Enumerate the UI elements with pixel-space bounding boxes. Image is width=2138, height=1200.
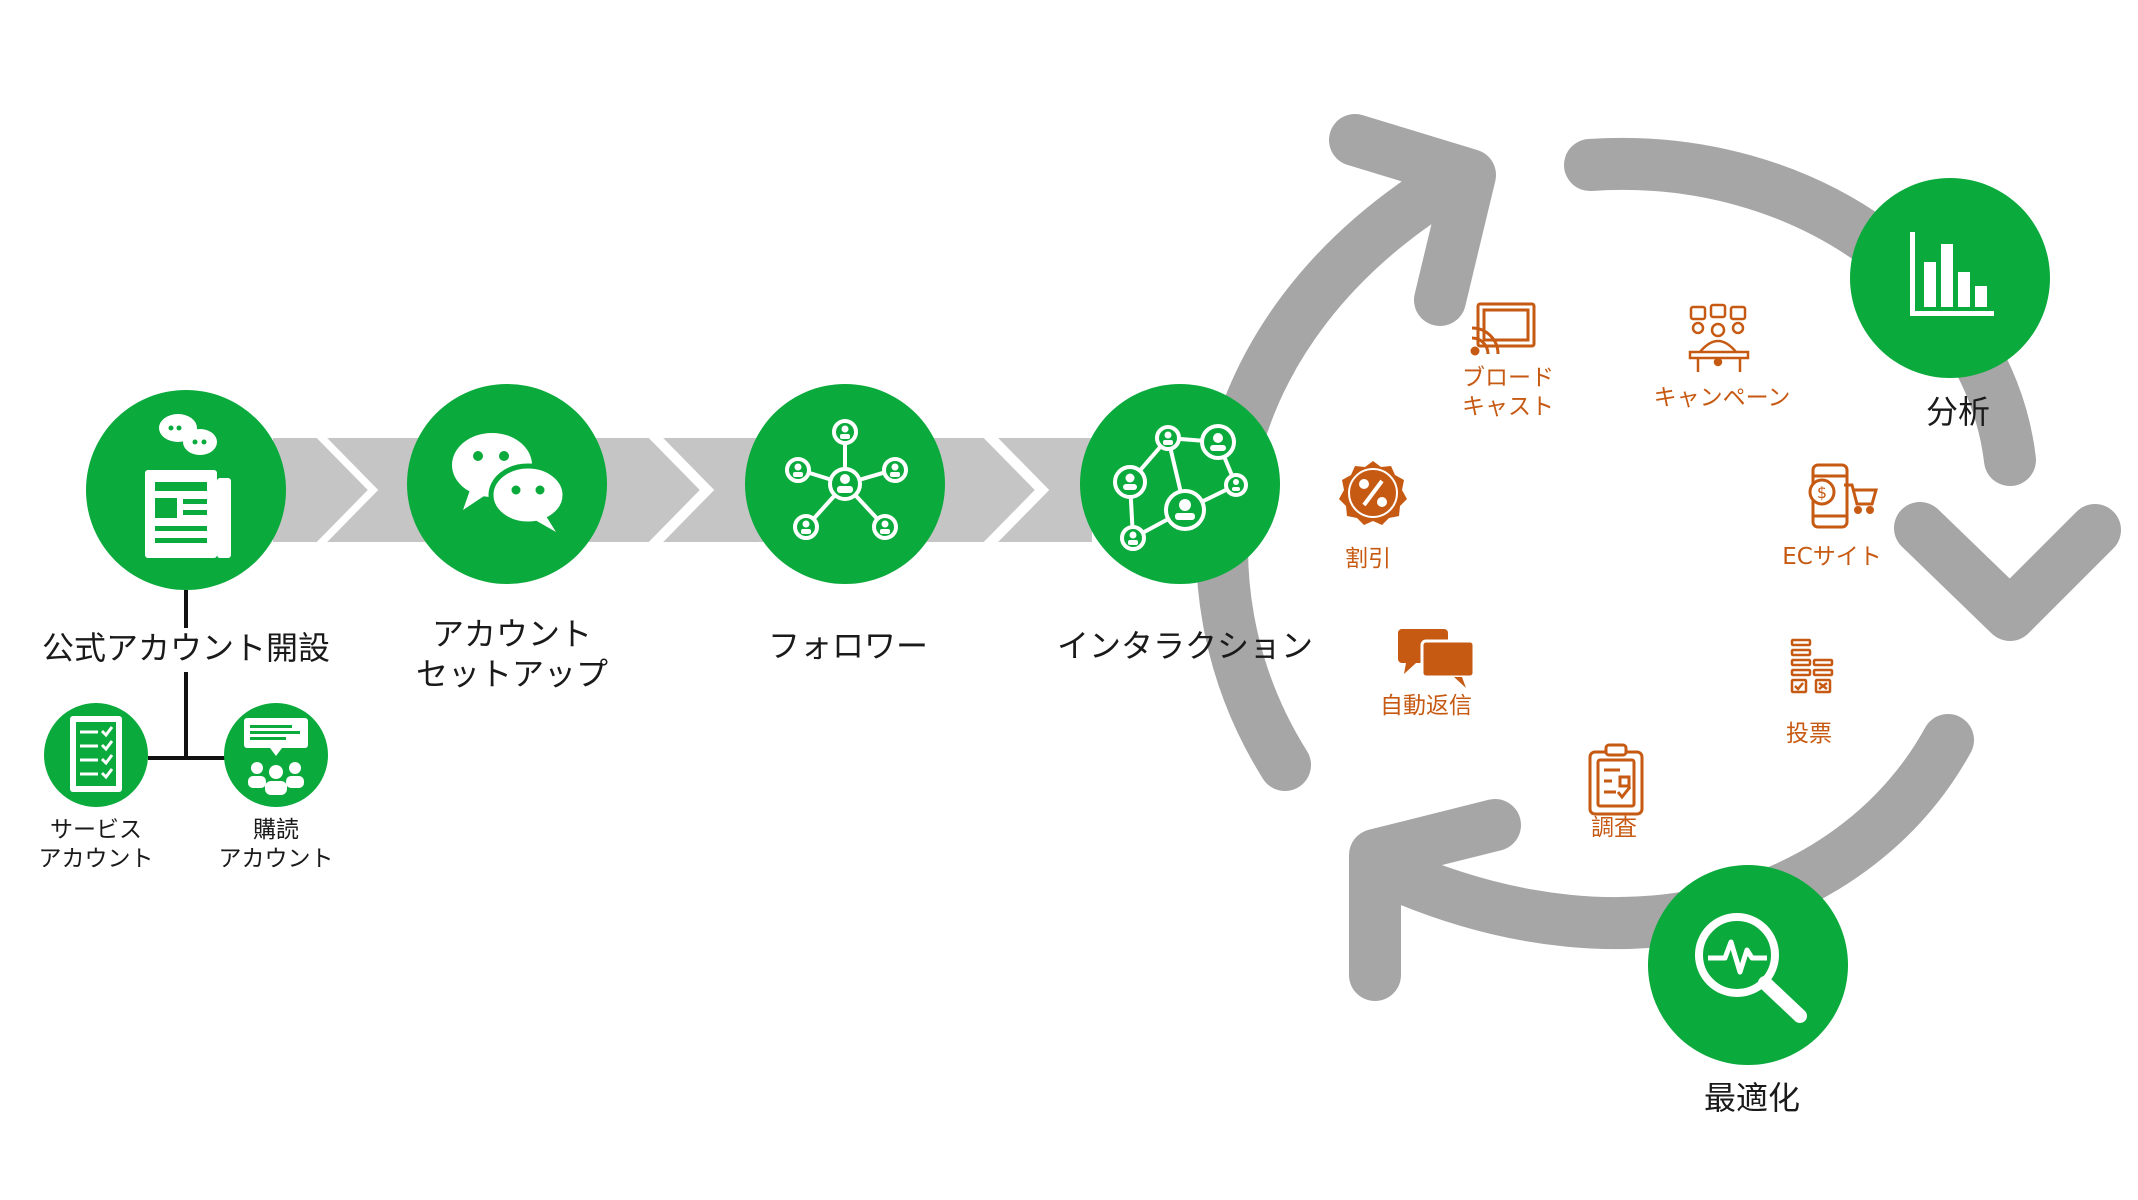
bar-chart-icon bbox=[1910, 232, 1994, 316]
account-connectors bbox=[148, 590, 228, 760]
auto-reply-icon bbox=[1398, 629, 1476, 688]
wechat-icon bbox=[452, 433, 568, 532]
flow-arrows bbox=[267, 432, 1098, 548]
cycle-arrow-left-head bbox=[1329, 114, 1496, 326]
flow-arrow-4 bbox=[983, 432, 1098, 548]
feature-survey bbox=[1588, 743, 1644, 816]
checklist-icon bbox=[70, 716, 122, 792]
network-icon bbox=[785, 419, 908, 540]
feature-label-campaign: キャンペーン bbox=[1653, 385, 1791, 411]
feature-label-vote: 投票 bbox=[1786, 721, 1832, 747]
discount-badge-icon bbox=[1339, 461, 1407, 525]
campaign-icon bbox=[1688, 303, 1750, 372]
cycle-arrow-bottom-head bbox=[1349, 799, 1521, 1001]
cycle-node-optimization bbox=[1648, 865, 1848, 1065]
account-label-service: サービス アカウント bbox=[38, 817, 154, 872]
cycle-arrow-top-right-head bbox=[1894, 502, 2121, 641]
stage-label-interaction: インタラクション bbox=[1056, 627, 1314, 665]
cycle-node-analysis bbox=[1850, 178, 2050, 378]
feature-ec-site: $ bbox=[1808, 463, 1878, 529]
survey-clipboard-icon bbox=[1588, 743, 1644, 816]
stage-label-account-setup: アカウント セットアップ bbox=[415, 615, 609, 693]
magnifier-pulse-icon bbox=[1695, 913, 1807, 1023]
people-network-icon bbox=[1113, 424, 1248, 551]
feature-label-ec-site: ECサイト bbox=[1782, 544, 1882, 570]
feature-broadcast bbox=[1470, 302, 1536, 356]
stage-interaction bbox=[1080, 384, 1280, 584]
feature-label-discount: 割引 bbox=[1345, 546, 1391, 572]
feature-label-auto-reply: 自動返信 bbox=[1380, 693, 1472, 719]
cycle-label-analysis: 分析 bbox=[1925, 393, 1991, 431]
feature-label-survey: 調査 bbox=[1591, 815, 1637, 841]
feature-auto-reply bbox=[1398, 629, 1476, 688]
stage-label-open-account: 公式アカウント開設 bbox=[41, 629, 331, 667]
account-service bbox=[44, 703, 148, 807]
feature-vote bbox=[1790, 638, 1834, 694]
account-subscription bbox=[224, 703, 328, 807]
account-label-subscription: 購読 アカウント bbox=[218, 817, 334, 872]
vote-icon bbox=[1790, 638, 1834, 694]
stage-label-followers: フォロワー bbox=[767, 627, 929, 665]
stage-followers bbox=[745, 384, 945, 584]
broadcast-icon bbox=[1470, 302, 1536, 356]
feature-label-broadcast: ブロード キャスト bbox=[1462, 365, 1554, 420]
svg-text:$: $ bbox=[1817, 483, 1827, 502]
feature-campaign bbox=[1688, 303, 1750, 372]
chat-newspaper-icon bbox=[145, 414, 231, 558]
stage-open-account bbox=[86, 390, 286, 590]
ec-phone-icon: $ bbox=[1808, 463, 1878, 529]
stage-account-setup bbox=[407, 384, 607, 584]
feature-discount bbox=[1339, 461, 1407, 525]
subscription-icon bbox=[244, 718, 308, 795]
cycle-label-optimization: 最適化 bbox=[1703, 1079, 1801, 1117]
